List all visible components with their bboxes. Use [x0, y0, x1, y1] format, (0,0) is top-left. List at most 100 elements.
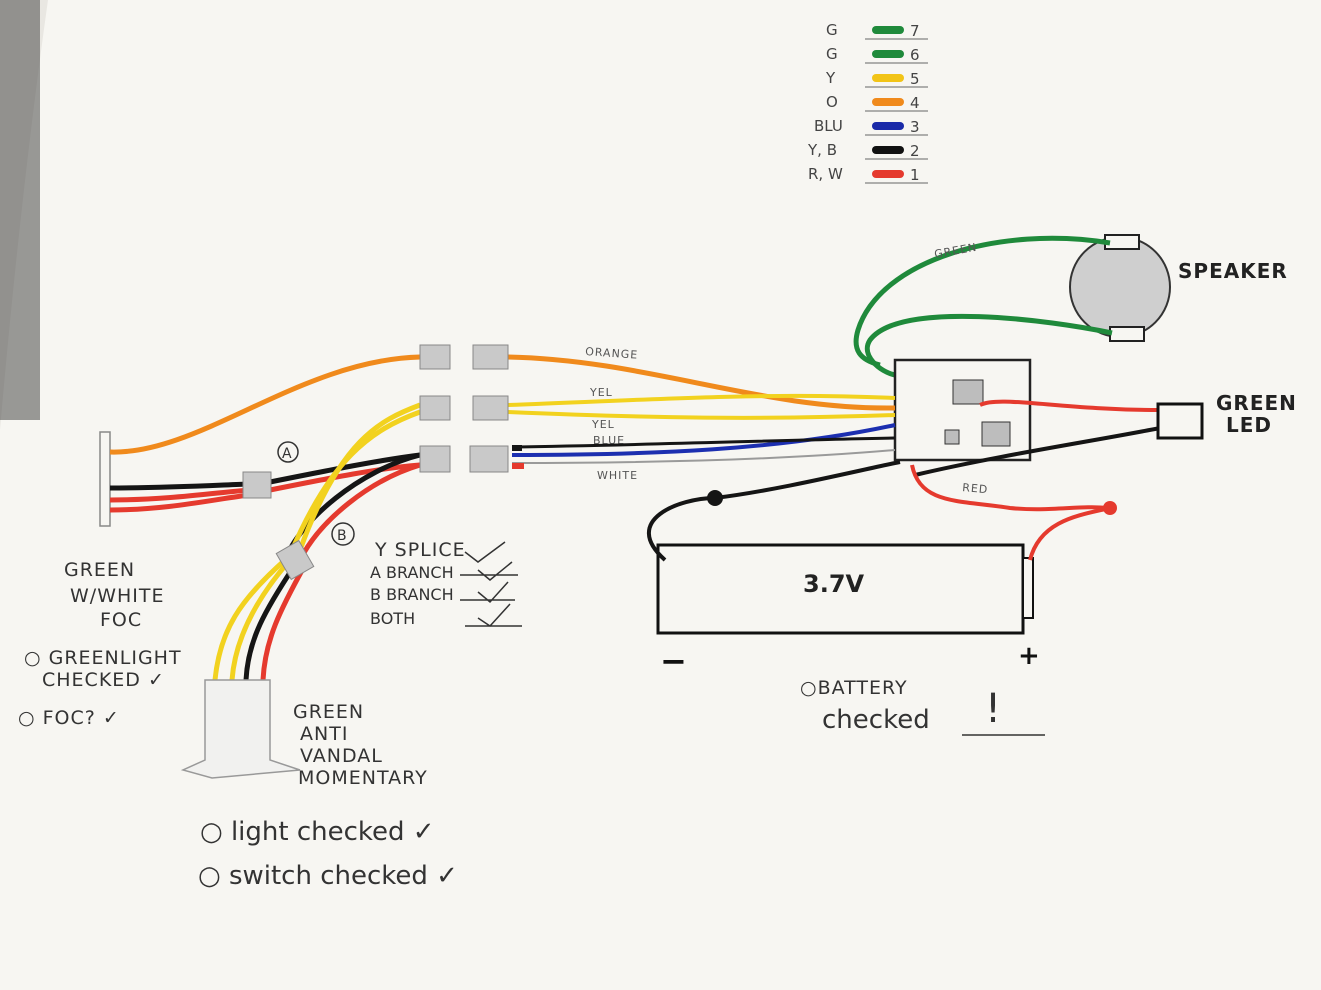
splice-yellow-right — [472, 395, 509, 421]
battery-body — [656, 543, 1025, 635]
speaker: SPEAKER — [1069, 234, 1287, 342]
foc-check-text: FOC? ✓ — [43, 707, 120, 729]
marker-a: A — [282, 446, 292, 462]
battery: 3.7V − + — [656, 543, 1040, 680]
green-led: GREEN LED — [914, 391, 1297, 477]
switch-title-4: MOMENTARY — [298, 767, 428, 789]
green-wire-1 — [853, 235, 1111, 368]
switch-checked-text: switch checked ✓ — [229, 861, 458, 891]
table-shadow — [0, 0, 40, 420]
red-wire-label: RED — [962, 481, 989, 496]
legend-swatch — [872, 74, 904, 82]
splice-check-1 — [464, 541, 506, 563]
greenlight-text: GREENLIGHT — [49, 647, 182, 669]
greenlight-note: ○ GREENLIGHT — [24, 647, 182, 669]
legend-label: Y — [825, 69, 836, 87]
battery-note: ○BATTERY — [800, 677, 908, 699]
legend-label: Y, B — [807, 141, 837, 159]
switch-title-2: ANTI — [300, 723, 348, 745]
marker-b-circle — [331, 522, 355, 546]
yel-label-1: YEL — [589, 386, 613, 399]
splice-blocks — [242, 344, 509, 581]
legend-label: BLU — [814, 117, 843, 135]
control-board — [893, 358, 1032, 462]
legend-swatch — [872, 146, 904, 154]
speaker-body — [1069, 236, 1171, 338]
foc-notes: GREEN W/WHITE FOC ○ GREENLIGHT CHECKED ✓… — [18, 559, 182, 729]
splice-yellow-left — [419, 395, 451, 421]
green-wire-2 — [865, 313, 1113, 378]
white-wire-label: WHITE — [597, 469, 638, 482]
light-checked-text: light checked ✓ — [231, 817, 435, 847]
legend-swatch — [872, 50, 904, 58]
speaker-terminal-bottom — [1109, 326, 1145, 342]
legend-swatch — [872, 26, 904, 34]
yellow-wire-right-1 — [507, 393, 896, 407]
splice-b — [275, 539, 315, 581]
battery-red-wire-2 — [1028, 506, 1111, 561]
orange-wire-left — [109, 354, 421, 455]
battery-note-text: BATTERY — [818, 677, 908, 699]
legend-label: G — [826, 21, 838, 39]
board-chip-2 — [981, 421, 1011, 447]
battery-voltage: 3.7V — [803, 570, 865, 598]
led-body — [1156, 402, 1204, 440]
splice-a — [242, 471, 272, 499]
legend-label: G — [826, 45, 838, 63]
splice-item-b: B BRANCH — [370, 585, 454, 604]
splice-notes: Y SPLICE A BRANCH B BRANCH BOTH — [370, 539, 522, 628]
white-wire — [511, 449, 896, 464]
battery-exclaim: ! — [985, 686, 1001, 732]
splice-item-a: A BRANCH — [370, 563, 454, 582]
foc-check-note: ○ FOC? ✓ — [18, 707, 120, 729]
splice-blue-left — [419, 445, 451, 473]
battery-terminal — [1022, 557, 1034, 619]
red-branch — [297, 462, 421, 562]
blue-wire — [511, 423, 896, 457]
board-chip-1 — [952, 379, 984, 405]
greenlight-checked: CHECKED ✓ — [42, 669, 165, 691]
legend-pin: 7 — [910, 22, 920, 40]
black-wire-right — [511, 436, 896, 449]
yellow-wire-right-2 — [507, 410, 896, 420]
red-wire-left-2 — [109, 492, 251, 513]
legend-pin: 2 — [910, 142, 920, 160]
legend-pin: 6 — [910, 46, 920, 64]
light-checked-note: ○ light checked ✓ — [200, 817, 435, 847]
led-label-2: LED — [1226, 413, 1272, 437]
battery-notes: ○BATTERY checked ! — [800, 677, 1045, 736]
red-down — [260, 563, 308, 681]
switch-body — [180, 679, 301, 779]
foc-title-3: FOC — [100, 609, 142, 631]
splice-orange-right — [472, 344, 509, 370]
switch-notes: GREEN ANTI VANDAL MOMENTARY ○ light chec… — [198, 701, 458, 891]
legend-row: Y, B 2 — [807, 141, 928, 160]
legend-swatch — [872, 170, 904, 178]
splice-orange-left — [419, 344, 451, 370]
splice-check-3 — [460, 581, 515, 604]
black-wire-left — [109, 481, 251, 491]
yellow-down-2 — [229, 558, 292, 681]
legend-pin: 1 — [910, 166, 920, 184]
splice-blue-right — [469, 445, 509, 473]
foc-title-1: GREEN — [64, 559, 135, 581]
foc-title-2: W/WHITE — [70, 585, 164, 607]
switch-title-1: GREEN — [293, 701, 364, 723]
foc-connector — [99, 431, 111, 527]
switch-title-3: VANDAL — [300, 745, 383, 767]
black-down — [243, 563, 298, 681]
battery-plus: + — [1018, 641, 1040, 671]
led-label-1: GREEN — [1216, 391, 1297, 415]
splice-item-both: BOTH — [370, 609, 415, 628]
battery-minus: − — [660, 642, 687, 680]
yellow-branch-2 — [287, 409, 421, 556]
legend-pin: 5 — [910, 70, 920, 88]
